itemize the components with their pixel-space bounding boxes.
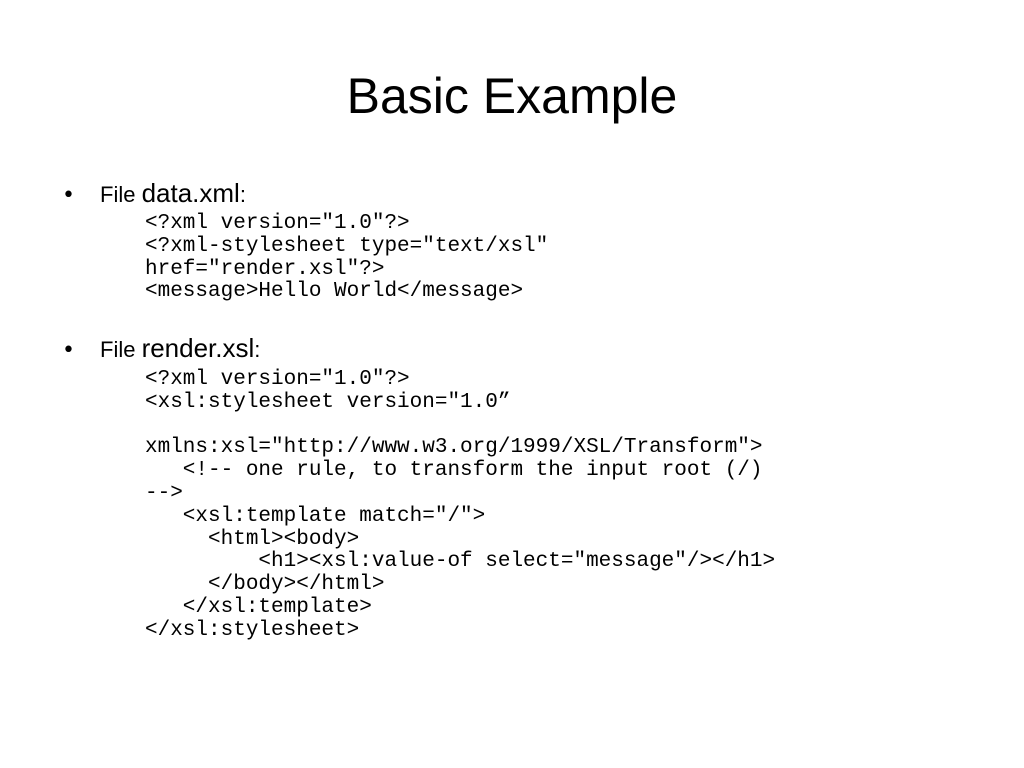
bullet-prefix: File [100,337,142,362]
code-line: <xsl:stylesheet version="1.0” [145,390,511,414]
bullet-render-xsl: • File render.xsl: [62,333,260,364]
code-line: </body></html> [145,573,385,597]
code-line: <?xml version="1.0"?> [145,212,410,235]
code-line: href="render.xsl"?> [145,257,385,281]
code-line: <html><body> [145,527,360,551]
bullet-label: File render.xsl: [100,333,260,364]
code-line: xmlns:xsl="http://www.w3.org/1999/XSL/Tr… [145,436,763,460]
bullet-dot-icon: • [62,183,75,208]
code-line: <!-- one rule, to transform the input ro… [145,459,763,483]
code-line: <?xml version="1.0"?> [145,368,410,391]
bullet-data-xml: • File data.xml: [62,178,246,209]
code-line: </xsl:stylesheet> [145,618,360,642]
bullet-dot-icon: • [62,338,75,363]
code-line: <xsl:template match="/"> [145,504,486,528]
bullet-label: File data.xml: [100,178,246,209]
code-block-render-xsl: <?xml version="1.0"?> <xsl:stylesheet ve… [145,368,776,643]
code-line: --> [145,481,183,505]
bullet-filename: render.xsl [141,333,255,363]
bullet-suffix: : [254,337,261,362]
slide-title: Basic Example [346,68,678,124]
code-line: <?xml-stylesheet type="text/xsl" [145,234,549,258]
bullet-filename: data.xml [141,178,240,208]
code-block-data-xml: <?xml version="1.0"?> <?xml-stylesheet t… [145,212,549,304]
bullet-suffix: : [239,182,246,207]
bullet-prefix: File [100,182,142,207]
code-line: </xsl:template> [145,595,372,619]
code-line: <message>Hello World</message> [145,280,524,304]
code-line: <h1><xsl:value-of select="message"/></h1… [145,550,776,574]
